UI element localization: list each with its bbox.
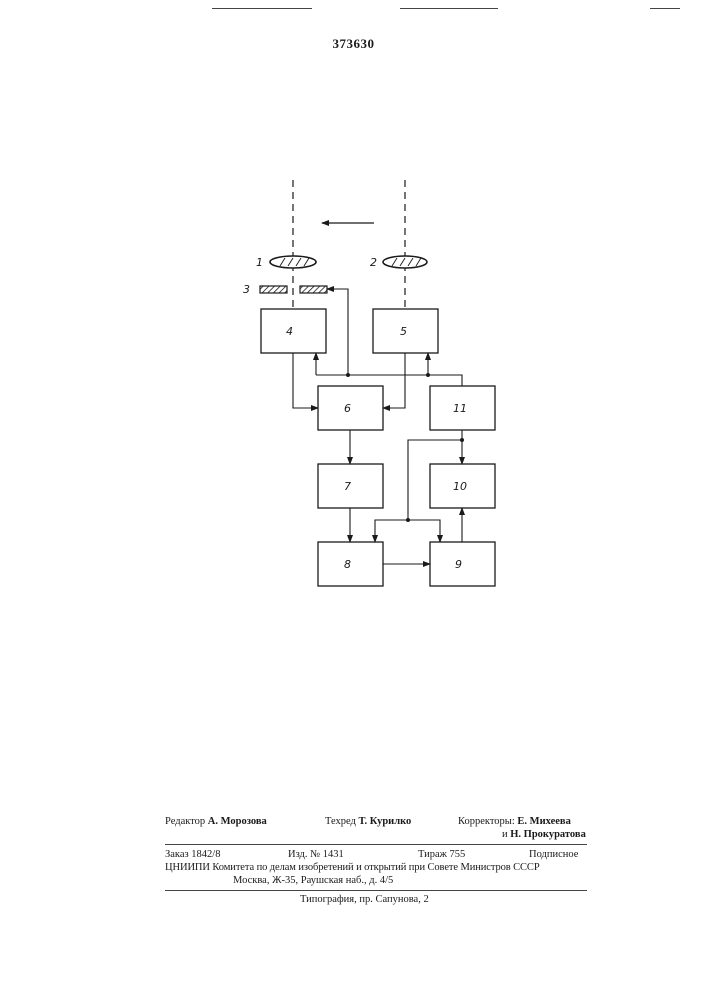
footer-rule-top [165, 844, 587, 845]
block-7-label: 7 [344, 480, 351, 493]
printing-line: Типография, пр. Сапунова, 2 [300, 893, 429, 906]
link-11-3 [327, 289, 348, 375]
editor-credit: Редактор А. Морозова [165, 815, 267, 828]
junction-dot [460, 438, 464, 442]
link-branch-9 [408, 520, 440, 542]
diaphragm-left [260, 286, 287, 293]
lens-1-label: 1 [256, 256, 263, 269]
block-8-label: 8 [344, 558, 351, 571]
block-9-label: 9 [455, 558, 462, 571]
techred-label: Техред [325, 816, 356, 827]
junction-dot [426, 373, 430, 377]
control-bus [316, 375, 462, 386]
editor-label: Редактор [165, 816, 205, 827]
link-branch-8 [375, 520, 408, 542]
link-5-6 [383, 353, 405, 408]
block-9 [430, 542, 495, 586]
corrector-1-name: Е. Михеева [517, 816, 570, 827]
block-6-label: 6 [344, 402, 351, 415]
lens-2-label: 2 [370, 256, 377, 269]
corrector-2-prefix: и [502, 829, 508, 840]
correctors-label: Корректоры: [458, 816, 515, 827]
corrector-2-credit: и Н. Прокуратова [502, 828, 586, 841]
block-11-label: 11 [453, 402, 467, 415]
order-number: Заказ 1842/8 [165, 848, 220, 861]
edition-number: Изд. № 1431 [288, 848, 344, 861]
subscription: Подписное [529, 848, 578, 861]
block-10-label: 10 [453, 480, 467, 493]
editor-name: А. Морозова [208, 816, 267, 827]
link-4-6 [293, 353, 318, 408]
diaphragm-right [300, 286, 327, 293]
lens-2 [383, 256, 427, 268]
correctors-credit: Корректоры: Е. Михеева [458, 815, 571, 828]
junction-dot [406, 518, 410, 522]
institute-line: ЦНИИПИ Комитета по делам изобретений и о… [165, 861, 540, 874]
block-4-label: 4 [286, 325, 293, 338]
diaphragm-label: 3 [243, 283, 250, 296]
junction-dot [346, 373, 350, 377]
address-line: Москва, Ж-35, Раушская наб., д. 4/5 [233, 874, 393, 887]
techred-name: Т. Курилко [359, 816, 412, 827]
lens-1 [270, 256, 316, 268]
block-4 [261, 309, 326, 353]
print-run: Тираж 755 [418, 848, 465, 861]
block-5-label: 5 [400, 325, 407, 338]
corrector-2-name: Н. Прокуратова [510, 829, 586, 840]
footer-rule-bottom [165, 890, 587, 891]
techred-credit: Техред Т. Курилко [325, 815, 411, 828]
